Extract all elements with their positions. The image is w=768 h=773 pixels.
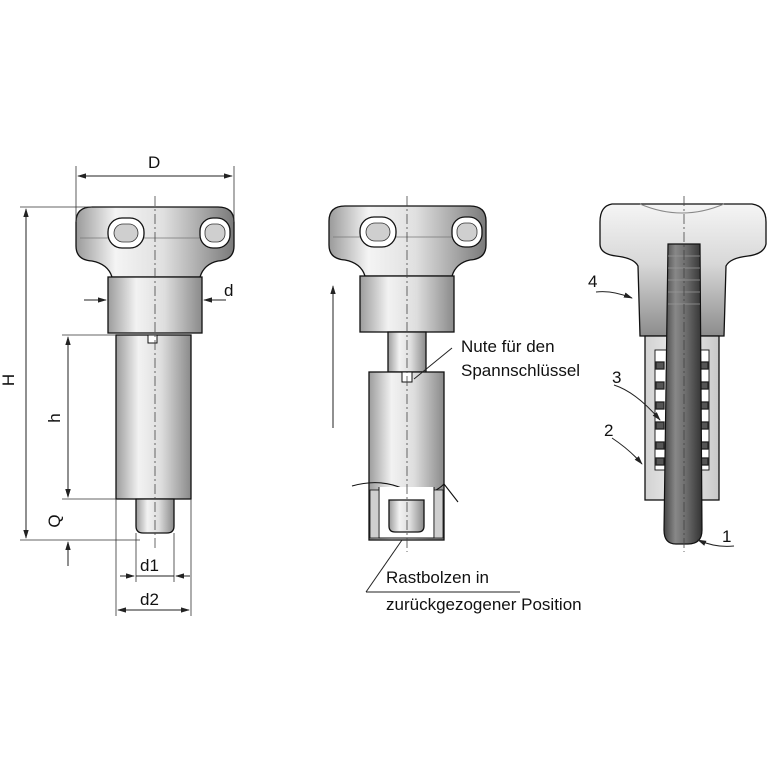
label-part2: 2 — [604, 421, 613, 440]
label-d1: d1 — [140, 556, 159, 575]
label-groove-line1: Nute für den — [461, 337, 555, 356]
label-d2: d2 — [140, 590, 159, 609]
label-h: h — [45, 413, 64, 422]
view-section: 4 3 2 1 — [588, 196, 767, 552]
label-d: d — [224, 281, 233, 300]
label-retracted-line2: zurückgezogener Position — [386, 595, 582, 614]
label-H: H — [0, 374, 18, 386]
threaded-body — [115, 334, 192, 500]
view-dimensioned: D d H h Q d1 d2 — [0, 153, 235, 616]
label-part4: 4 — [588, 272, 597, 291]
label-part3: 3 — [612, 368, 621, 387]
label-part1: 1 — [722, 527, 731, 546]
label-retracted-line1: Rastbolzen in — [386, 568, 489, 587]
retracted-pin-tip — [388, 499, 425, 533]
label-D: D — [148, 153, 160, 172]
view-retracted: Nute für den Spannschlüssel Rastbolzen i… — [328, 196, 582, 614]
section-spring — [655, 361, 709, 466]
section-pin — [663, 243, 703, 545]
label-groove-line2: Spannschlüssel — [461, 361, 580, 380]
label-Q: Q — [45, 514, 64, 527]
